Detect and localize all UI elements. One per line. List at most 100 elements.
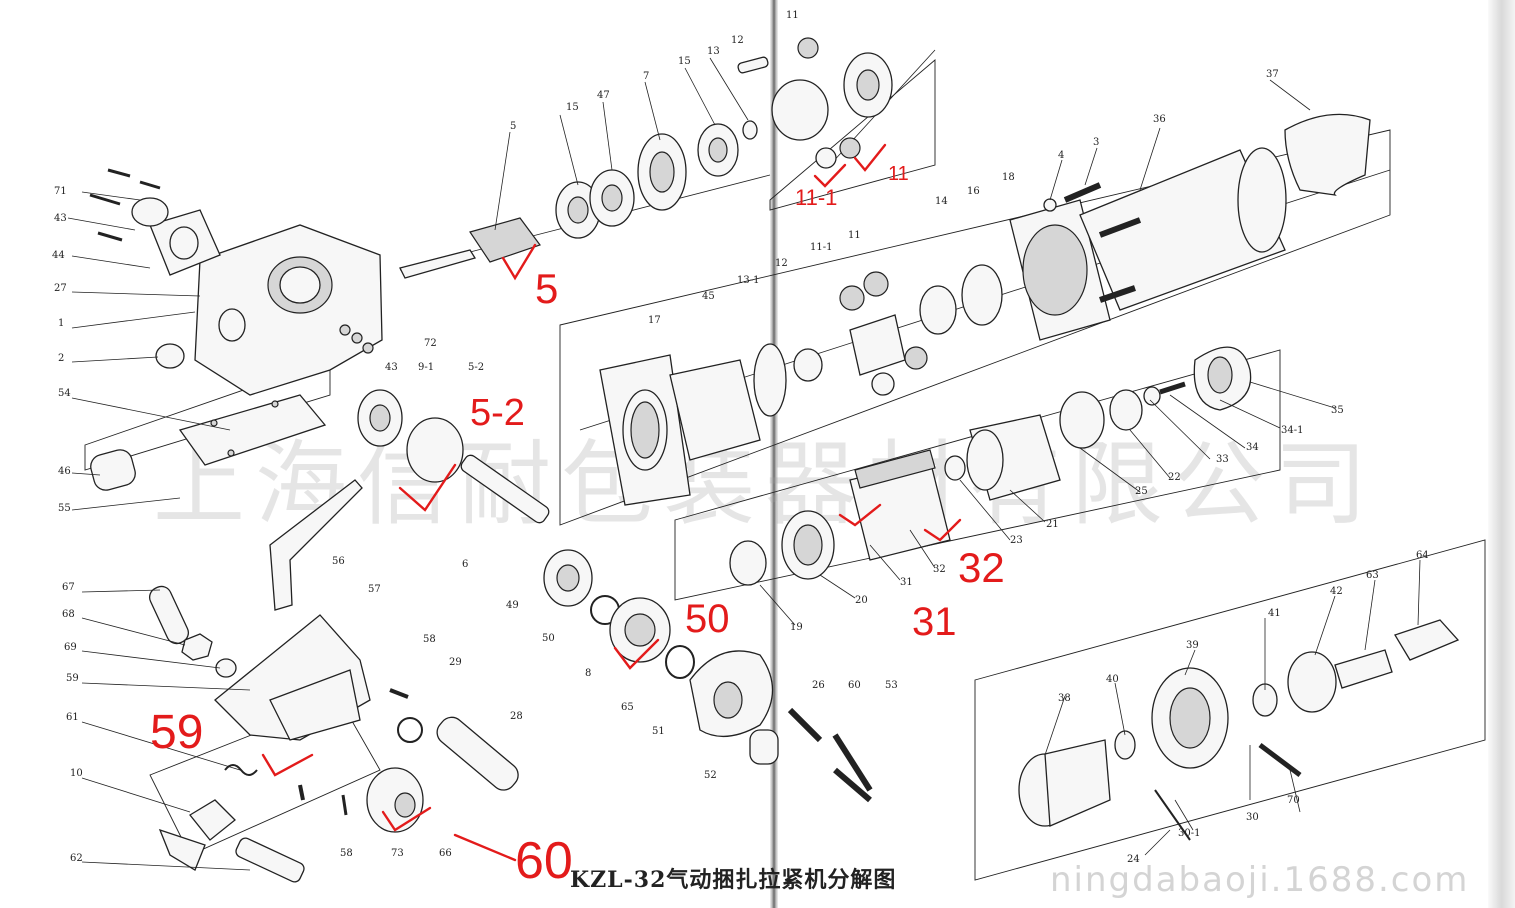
red-note-11: 11 <box>888 163 909 185</box>
label-62: 62 <box>70 853 83 864</box>
label-20: 20 <box>855 595 868 606</box>
label-43b: 43 <box>385 362 398 373</box>
label-30-1: 30-1 <box>1178 828 1200 839</box>
label-68: 68 <box>62 609 75 620</box>
label-27: 27 <box>54 283 67 294</box>
label-9-1: 9-1 <box>418 362 434 373</box>
label-55: 55 <box>58 503 71 514</box>
label-67: 67 <box>62 582 75 593</box>
label-52: 52 <box>704 770 717 781</box>
ring-16 <box>961 264 1003 326</box>
plate-25 <box>1059 391 1105 449</box>
label-38: 38 <box>1058 693 1071 704</box>
label-3: 3 <box>1093 137 1099 148</box>
label-28: 28 <box>510 711 523 722</box>
cylinder-36 <box>1079 149 1286 311</box>
label-5-2: 5-2 <box>468 362 484 373</box>
group-box-bottom <box>974 539 1486 881</box>
label-29: 29 <box>449 657 462 668</box>
label-36: 36 <box>1153 114 1166 125</box>
label-49: 49 <box>506 600 519 611</box>
page-edge <box>1488 0 1515 908</box>
label-23: 23 <box>1010 535 1023 546</box>
label-70: 70 <box>1287 795 1300 806</box>
part-labels: 11 12 13 7 15 47 15 5 71 43 44 27 1 2 72… <box>52 10 1429 865</box>
lever-arm <box>269 479 363 611</box>
label-44: 44 <box>52 250 65 261</box>
screw-group-71 <box>89 168 169 242</box>
label-60: 60 <box>848 680 861 691</box>
url-watermark: ningdabaoji.1688.com <box>1050 860 1470 900</box>
label-15a: 15 <box>678 56 691 67</box>
diagram-title: KZL-32气动捆扎拉紧机分解图 <box>570 867 897 893</box>
washer-69 <box>215 658 237 678</box>
label-13: 13 <box>707 46 720 57</box>
label-47: 47 <box>597 90 610 101</box>
label-24: 24 <box>1127 854 1140 865</box>
label-71: 71 <box>54 186 67 197</box>
label-43a: 43 <box>54 213 67 224</box>
label-22: 22 <box>1168 472 1181 483</box>
label-53: 53 <box>885 680 898 691</box>
clamp-10 <box>189 799 236 841</box>
label-11: 11 <box>786 10 799 21</box>
red-note-60: 60 <box>515 832 573 890</box>
label-15b: 15 <box>566 102 579 113</box>
label-34: 34 <box>1246 442 1259 453</box>
red-note-5-2: 5-2 <box>470 392 525 434</box>
label-34-1: 34-1 <box>1281 425 1303 436</box>
label-51: 51 <box>652 726 665 737</box>
label-13-1: 13-1 <box>737 275 759 286</box>
label-45: 45 <box>702 291 715 302</box>
label-37: 37 <box>1266 69 1279 80</box>
page-fold <box>770 0 778 908</box>
label-10: 10 <box>70 768 83 779</box>
label-69: 69 <box>64 642 77 653</box>
label-54: 54 <box>58 388 71 399</box>
label-35: 35 <box>1331 405 1344 416</box>
red-annotations: 5 5-2 50 32 31 59 60 11 11-1 <box>150 143 1005 890</box>
gear-shaft-5 <box>399 249 477 279</box>
red-note-11-1: 11-1 <box>795 185 837 210</box>
label-58b: 58 <box>340 848 353 859</box>
label-32: 32 <box>933 564 946 575</box>
label-19: 19 <box>790 622 803 633</box>
bushing-46 <box>90 449 136 491</box>
label-50: 50 <box>542 633 555 644</box>
plate-54 <box>178 394 327 466</box>
group-box-middle <box>559 129 1391 526</box>
red-note-32: 32 <box>958 544 1005 591</box>
leader-lines <box>67 57 1421 871</box>
label-11b: 11 <box>848 230 861 241</box>
label-16: 16 <box>967 186 980 197</box>
label-61: 61 <box>66 712 79 723</box>
label-40: 40 <box>1106 674 1119 685</box>
sleeve-37 <box>1284 113 1371 196</box>
fitting-42 <box>1287 651 1337 713</box>
label-73: 73 <box>391 848 404 859</box>
bearing-19 <box>729 540 767 586</box>
bolt-62 <box>235 837 305 883</box>
label-26: 26 <box>812 680 825 691</box>
spring-29 <box>397 717 423 743</box>
label-46: 46 <box>58 466 71 477</box>
label-4: 4 <box>1058 150 1064 161</box>
label-11-1: 11-1 <box>810 242 832 253</box>
disc-40 <box>1114 730 1136 760</box>
label-5: 5 <box>510 121 516 132</box>
label-7: 7 <box>643 71 649 82</box>
label-42: 42 <box>1330 586 1343 597</box>
label-57: 57 <box>368 584 381 595</box>
label-59: 59 <box>66 673 79 684</box>
red-note-31: 31 <box>912 600 957 644</box>
label-8: 8 <box>585 668 591 679</box>
label-2: 2 <box>58 353 64 364</box>
label-63: 63 <box>1366 570 1379 581</box>
shaft-28 <box>436 716 519 791</box>
label-66: 66 <box>439 848 452 859</box>
label-17: 17 <box>648 315 661 326</box>
red-note-50: 50 <box>685 597 730 641</box>
label-6: 6 <box>462 559 468 570</box>
label-41: 41 <box>1268 608 1281 619</box>
